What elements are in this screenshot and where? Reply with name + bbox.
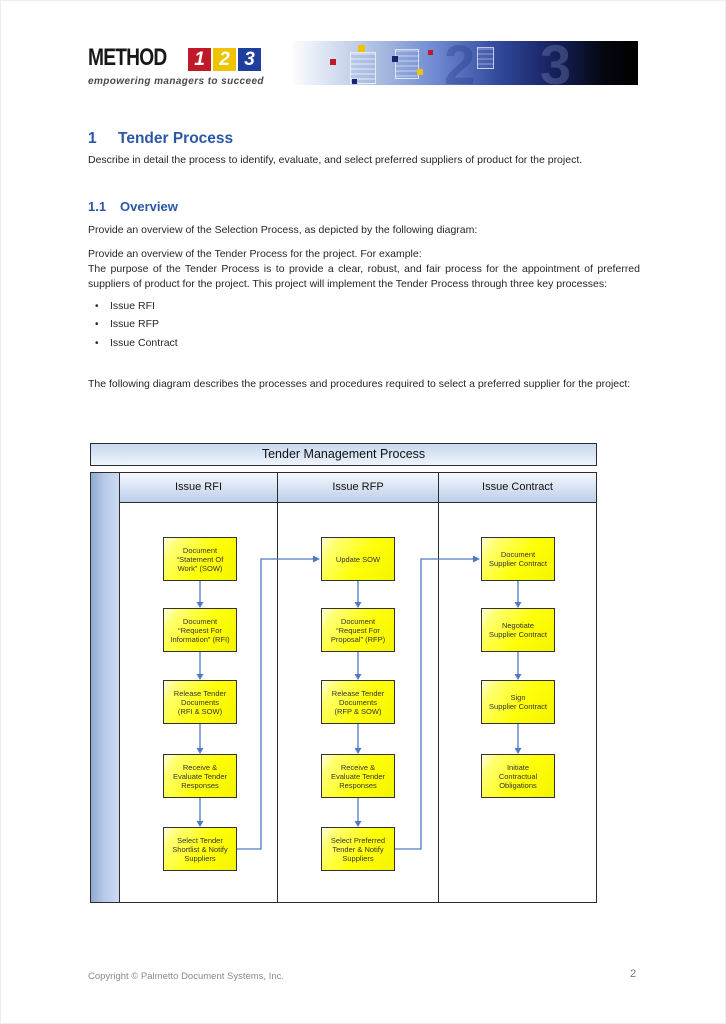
- process-box-document-contract: Document Supplier Contract: [481, 537, 555, 581]
- banner-red-square: [330, 59, 336, 65]
- document-icon: [477, 47, 494, 69]
- logo-brand-text: METHOD: [88, 44, 167, 71]
- banner-yellow-square: [358, 45, 365, 52]
- process-box-select-shortlist: Select Tender Shortlist & Notify Supplie…: [163, 827, 237, 871]
- list-item: Issue RFI: [88, 297, 640, 316]
- process-box-update-sow: Update SOW: [321, 537, 395, 581]
- document-icon: [350, 52, 376, 84]
- logo-square-3: 3: [238, 48, 261, 71]
- process-box-sign-contract: Sign Supplier Contract: [481, 680, 555, 724]
- process-box-document-rfi: Document “Request For Information” (RFI): [163, 608, 237, 652]
- footer-copyright: Copyright © Palmetto Document Systems, I…: [88, 971, 285, 982]
- heading-number: 1.1: [88, 199, 107, 214]
- bullet-icon: [88, 336, 110, 351]
- lane-header-issue-rfi: Issue RFI: [120, 473, 277, 503]
- heading-title: Tender Process: [118, 130, 234, 147]
- lane-divider: [277, 473, 278, 902]
- document-icon: [395, 49, 419, 79]
- paragraph-purpose: The purpose of the Tender Process is to …: [88, 263, 640, 290]
- list-item: Issue RFP: [88, 316, 640, 335]
- lane-header-issue-rfp: Issue RFP: [278, 473, 438, 503]
- lane-header-issue-contract: Issue Contract: [439, 473, 596, 503]
- paragraph-overview: Provide an overview of the Selection Pro…: [88, 224, 478, 236]
- section-heading-1: 1 Tender Process: [88, 130, 640, 147]
- method123-logo: METHOD 1 2 3 empowering managers to succ…: [88, 42, 278, 90]
- process-box-document-sow: Document “Statement Of Work” (SOW): [163, 537, 237, 581]
- logo-digit-3: 3: [244, 48, 255, 70]
- process-box-document-rfp: Document “Request For Proposal” (RFP): [321, 608, 395, 652]
- heading-number: 1: [88, 130, 97, 147]
- process-box-negotiate-contract: Negotiate Supplier Contract: [481, 608, 555, 652]
- bullet-icon: [88, 317, 110, 332]
- lane-divider: [438, 473, 439, 902]
- bullet-text: Issue RFI: [110, 299, 155, 312]
- list-item: Issue Contract: [88, 334, 640, 353]
- process-box-receive-evaluate-rfi: Receive & Evaluate Tender Responses: [163, 754, 237, 798]
- process-box-initiate-obligations: Initiate Contractual Obligations: [481, 754, 555, 798]
- banner-red-square: [428, 50, 433, 55]
- logo-square-2: 2: [213, 48, 236, 71]
- header-banner-image: 2 3: [292, 41, 638, 85]
- process-box-select-preferred: Select Preferred Tender & Notify Supplie…: [321, 827, 395, 871]
- logo-digit-2: 2: [219, 48, 230, 70]
- diagram-title-bar: Tender Management Process: [90, 443, 597, 466]
- section-heading-1-1: 1.1 Overview: [88, 199, 640, 214]
- logo-digit-1: 1: [194, 48, 205, 70]
- page-number: 2: [630, 968, 637, 980]
- paragraph-example: Provide an overview of the Tender Proces…: [88, 248, 422, 260]
- bullet-text: Issue Contract: [110, 336, 178, 349]
- logo-tagline: empowering managers to succeed: [88, 76, 264, 87]
- banner-ghost-digit-2: 2: [444, 41, 476, 85]
- paragraph-intro: Describe in detail the process to identi…: [88, 154, 583, 166]
- bullet-icon: [88, 299, 110, 314]
- bullet-list: Issue RFI Issue RFP Issue Contract: [88, 297, 640, 353]
- heading-title: Overview: [120, 199, 178, 214]
- logo-square-1: 1: [188, 48, 211, 71]
- document-content: 1 Tender Process Describe in detail the …: [88, 131, 640, 392]
- banner-yellow-square: [417, 69, 423, 75]
- process-box-release-rfp-sow: Release Tender Documents (RFP & SOW): [321, 680, 395, 724]
- paragraph-diagram-lead: The following diagram describes the proc…: [88, 377, 631, 390]
- diagram-side-strip: [91, 473, 120, 902]
- bullet-text: Issue RFP: [110, 318, 160, 331]
- process-box-release-rfi-sow: Release Tender Documents (RFI & SOW): [163, 680, 237, 724]
- tender-process-diagram: Issue RFI Issue RFP Issue Contract Docum…: [90, 472, 597, 903]
- banner-navy-square: [392, 56, 398, 62]
- banner-ghost-digit-3: 3: [540, 41, 572, 85]
- banner-navy-square: [352, 79, 357, 84]
- process-box-receive-evaluate-rfp: Receive & Evaluate Tender Responses: [321, 754, 395, 798]
